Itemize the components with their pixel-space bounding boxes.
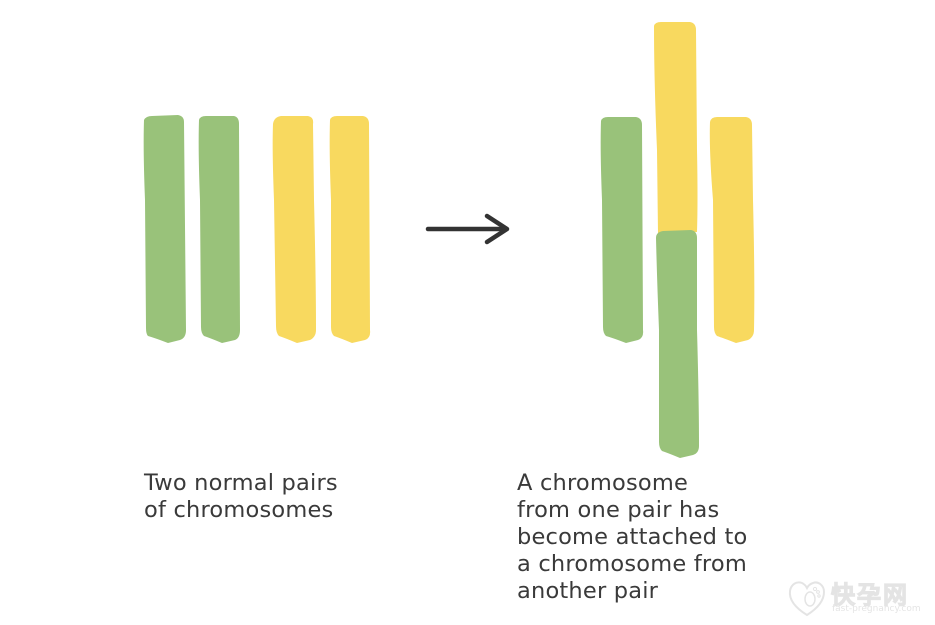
right-panel-chromosomes — [600, 22, 755, 458]
right-caption-line: from one pair has — [517, 497, 720, 523]
yellow-chromosome-normal — [709, 117, 755, 343]
watermark-url: fast-pregnancy.com — [832, 604, 921, 614]
green-chromosome-translocated-part — [656, 230, 699, 458]
yellow-chromosome-1 — [272, 116, 316, 343]
watermark: 快孕网 fast-pregnancy.com — [786, 575, 931, 620]
green-chromosome-1 — [143, 115, 186, 343]
right-caption-line: another pair — [517, 578, 659, 604]
left-caption-line: of chromosomes — [144, 497, 334, 523]
right-caption-line: become attached to — [517, 524, 748, 550]
baby-foot-logo-icon — [788, 581, 826, 617]
arrow-right-icon — [425, 213, 510, 245]
yellow-chromosome-2 — [329, 116, 371, 343]
yellow-chromosome-translocated-part — [654, 22, 698, 234]
right-caption-line: A chromosome — [517, 470, 689, 496]
green-chromosome-normal — [600, 117, 644, 343]
left-caption-line: Two normal pairs — [144, 470, 338, 496]
left-panel-chromosomes — [143, 115, 371, 343]
green-chromosome-2 — [198, 116, 240, 343]
right-caption-line: a chromosome from — [517, 551, 747, 577]
right-caption: A chromosome from one pair has become at… — [517, 470, 748, 605]
watermark-text: 快孕网 — [831, 581, 909, 610]
left-caption: Two normal pairs of chromosomes — [144, 470, 338, 524]
